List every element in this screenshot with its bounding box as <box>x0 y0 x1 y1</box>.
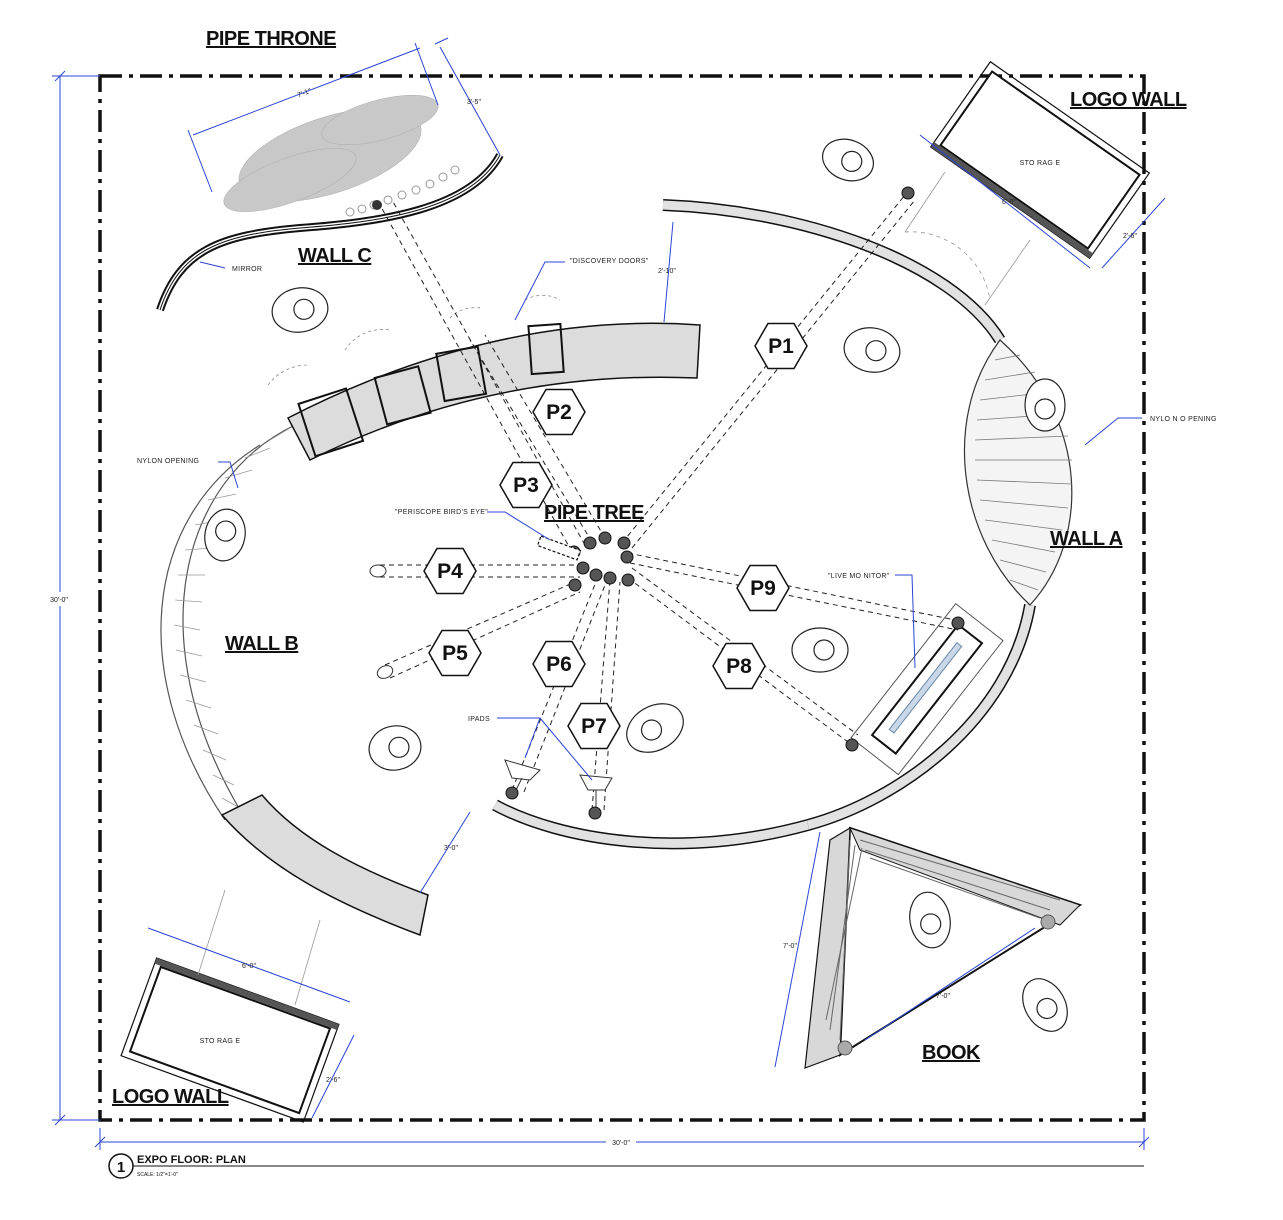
periscope-birds-eye <box>536 535 582 561</box>
wall-b-lower-solid <box>220 794 429 937</box>
overall-width-label: 30'-0" <box>612 1140 630 1147</box>
overall-height-label: 30'-0" <box>50 597 68 604</box>
ipads-label: IPADS <box>468 716 490 723</box>
throne-dimensions <box>187 37 501 193</box>
periscope-label: P1 <box>768 335 794 358</box>
svg-text:7'-0": 7'-0" <box>783 943 797 950</box>
hexagon-shape <box>428 629 482 677</box>
periscope-marker-p2: P2 <box>532 388 586 436</box>
periscope-marker-p3: P3 <box>499 461 553 509</box>
periscope-label: P4 <box>437 560 463 583</box>
nylon-opening-right-label: NYLO N O PENING <box>1150 416 1217 423</box>
mirror-label: MIRROR <box>232 266 262 273</box>
drawing-number: 1 <box>117 1159 125 1176</box>
pipe-throne-title: PIPE THRONE <box>206 28 336 50</box>
logo-wall-top-title: LOGO WALL <box>1070 89 1187 111</box>
svg-text:7'-0": 7'-0" <box>936 993 950 1000</box>
drawing-title: EXPO FLOOR: PLAN <box>137 1154 246 1166</box>
svg-text:6'-0": 6'-0" <box>242 963 256 970</box>
periscope-label: P2 <box>546 401 572 424</box>
svg-text:3'-5": 3'-5" <box>467 99 481 106</box>
periscope-label: P6 <box>546 653 572 676</box>
periscope-marker-p6: P6 <box>532 640 586 688</box>
periscope-marker-p9: P9 <box>736 564 790 612</box>
pipe-tree-title: PIPE TREE <box>544 502 644 524</box>
periscope-label: "PERISCOPE BIRD'S EYE" <box>395 509 488 516</box>
callout-leaders <box>199 261 1142 781</box>
book-structure <box>804 826 1083 1069</box>
hexagon-shape <box>423 547 477 595</box>
logo-wall-bottom-title: LOGO WALL <box>112 1086 229 1108</box>
nylon-opening-left-label: NYLON OPENING <box>137 458 199 465</box>
wall-b-nylon-arc <box>182 424 296 811</box>
hexagon-shape <box>532 640 586 688</box>
periscope-tube-ends <box>505 186 965 820</box>
discovery-doors-label: "DISCOVERY DOORS" <box>570 258 649 265</box>
drawing-title-block: 1 EXPO FLOOR: PLAN SCALE: 1/2"=1'-0" <box>108 1153 1144 1179</box>
periscope-label: P9 <box>750 577 776 600</box>
svg-text:2'-6": 2'-6" <box>1123 233 1137 240</box>
hexagon-shape <box>567 702 621 750</box>
live-monitor-label: "LIVE MO NITOR" <box>828 573 890 580</box>
opening-dims <box>419 221 674 894</box>
periscope-marker-p7: P7 <box>567 702 621 750</box>
periscope-marker-p8: P8 <box>712 642 766 690</box>
periscope-marker-p5: P5 <box>428 629 482 677</box>
svg-text:3'-0": 3'-0" <box>444 845 458 852</box>
people <box>204 138 1068 1032</box>
svg-text:2'-10": 2'-10" <box>658 268 676 275</box>
booth-boundary <box>98 74 1146 1122</box>
hexagon-shape <box>712 642 766 690</box>
discovery-doors <box>297 322 565 458</box>
svg-text:6'-0": 6'-0" <box>1002 199 1016 206</box>
ipad-stands <box>504 759 613 808</box>
periscope-marker-p1: P1 <box>754 322 808 370</box>
live-monitor <box>850 602 1004 776</box>
wall-a-top-arc <box>662 199 1006 344</box>
svg-text:2'-6": 2'-6" <box>326 1077 340 1084</box>
drawing-scale: SCALE: 1/2"=1'-0" <box>137 1172 178 1178</box>
book-title: BOOK <box>922 1042 981 1064</box>
nylon-opening-right <box>963 339 1073 606</box>
hexagon-shape <box>736 564 790 612</box>
wall-b-title: WALL B <box>225 633 298 655</box>
periscope-label: P7 <box>581 715 607 738</box>
svg-text:7'-1": 7'-1" <box>297 88 313 100</box>
hexagon-shape <box>532 388 586 436</box>
wall-a-title: WALL A <box>1050 528 1123 550</box>
svg-text:STO RAG E: STO RAG E <box>200 1038 241 1045</box>
hexagon-shape <box>754 322 808 370</box>
hexagon-shape <box>499 461 553 509</box>
pipe-throne-cluster <box>223 94 439 212</box>
periscope-label: P3 <box>513 474 539 497</box>
svg-text:STO RAG E: STO RAG E <box>1020 160 1061 167</box>
periscope-label: P5 <box>442 642 468 665</box>
periscope-label: P8 <box>726 655 752 678</box>
wall-c-title: WALL C <box>298 245 371 267</box>
storage-bottom <box>120 957 340 1123</box>
storage-top <box>929 60 1151 260</box>
periscope-marker-p4: P4 <box>423 547 477 595</box>
